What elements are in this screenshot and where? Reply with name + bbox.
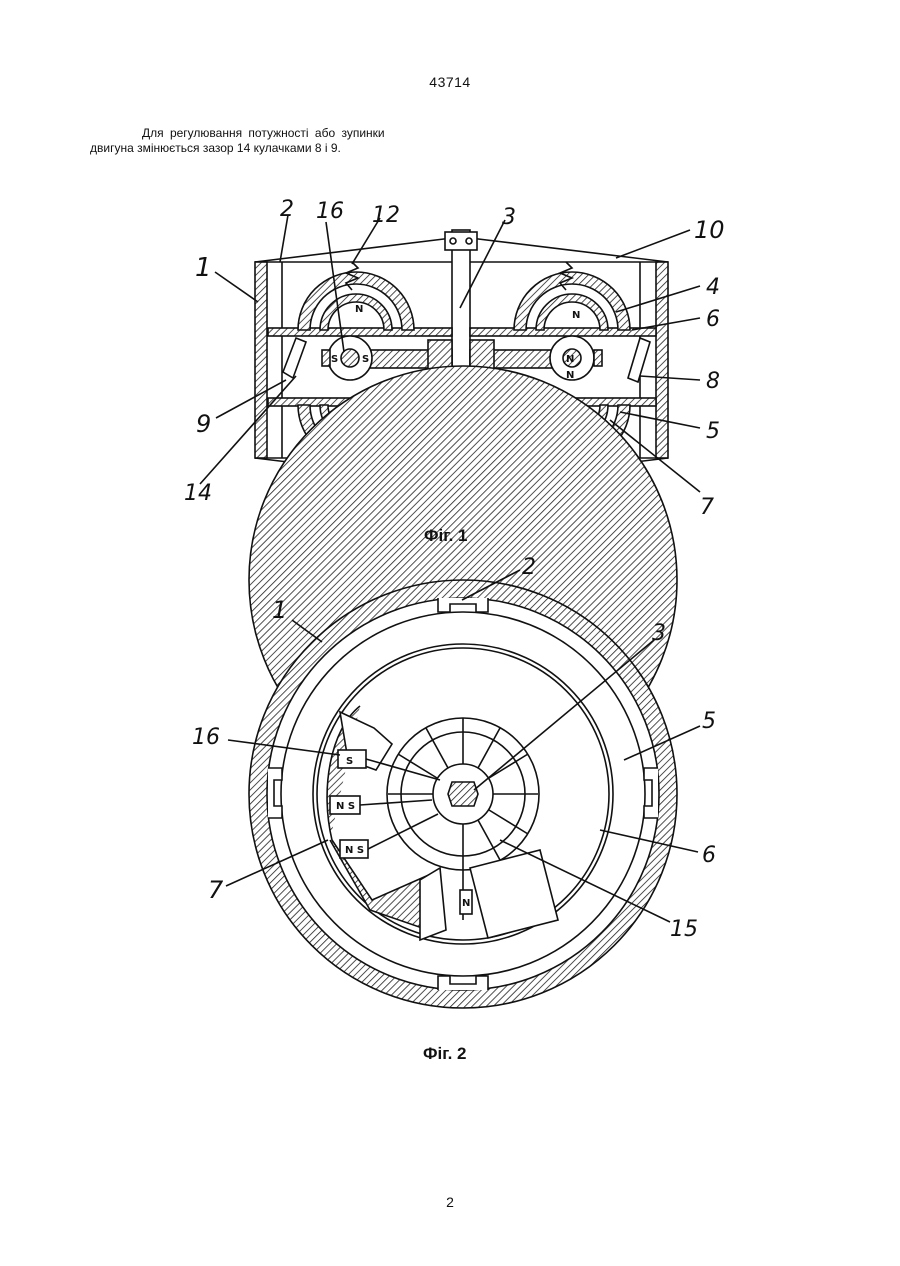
figure-2-caption: Фіг. 2 — [423, 1044, 467, 1064]
fig1-mark-s2: S — [362, 354, 369, 365]
fig1-label-7: 7 — [700, 495, 714, 520]
fig1-label-2: 2 — [280, 197, 294, 222]
fig2-label-2: 2 — [522, 555, 536, 580]
fig2-label-7: 7 — [208, 876, 224, 904]
cam-8 — [628, 338, 650, 382]
fig2-mark-3: N S — [345, 845, 364, 856]
fig1-label-5: 5 — [706, 419, 720, 444]
fig2-label-5: 5 — [702, 709, 716, 734]
cam-9 — [283, 338, 306, 378]
housing-right-wall — [656, 262, 668, 458]
fig1-mark-n5: N — [566, 354, 574, 365]
fig1-mark-n3: N — [572, 310, 580, 321]
fig2-label-15: 15 — [670, 917, 698, 942]
fig2-mark-1: S — [346, 756, 353, 767]
fig1-label-9: 9 — [196, 410, 211, 438]
fig1-mark-n6: N — [566, 370, 574, 381]
figure-2 — [226, 366, 700, 1008]
housing-left-wall — [255, 262, 267, 458]
fig1-label-10: 10 — [694, 216, 725, 244]
fig1-label-3: 3 — [502, 205, 516, 230]
page-number: 2 — [0, 1194, 900, 1210]
fig2-label-16: 16 — [192, 725, 220, 750]
fig1-label-6: 6 — [706, 307, 720, 332]
fig1-mark-n1: N — [355, 304, 363, 315]
figure-1-caption: Фіг. 1 — [424, 526, 468, 546]
fig1-label-16: 16 — [316, 199, 344, 224]
fig1-label-4: 4 — [706, 275, 720, 300]
fig1-label-8: 8 — [706, 369, 720, 394]
fig2-mark-4: N — [462, 898, 470, 909]
fig1-label-12: 12 — [372, 203, 400, 228]
fig2-label-6: 6 — [702, 843, 716, 868]
fig1-label-14: 14 — [184, 481, 212, 506]
fig2-label-3: 3 — [652, 621, 666, 646]
fig1-label-1: 1 — [195, 253, 212, 283]
fig2-mark-2: N S — [336, 801, 355, 812]
fig1-mark-s1: S — [331, 354, 338, 365]
fig2-label-1: 1 — [272, 596, 287, 624]
